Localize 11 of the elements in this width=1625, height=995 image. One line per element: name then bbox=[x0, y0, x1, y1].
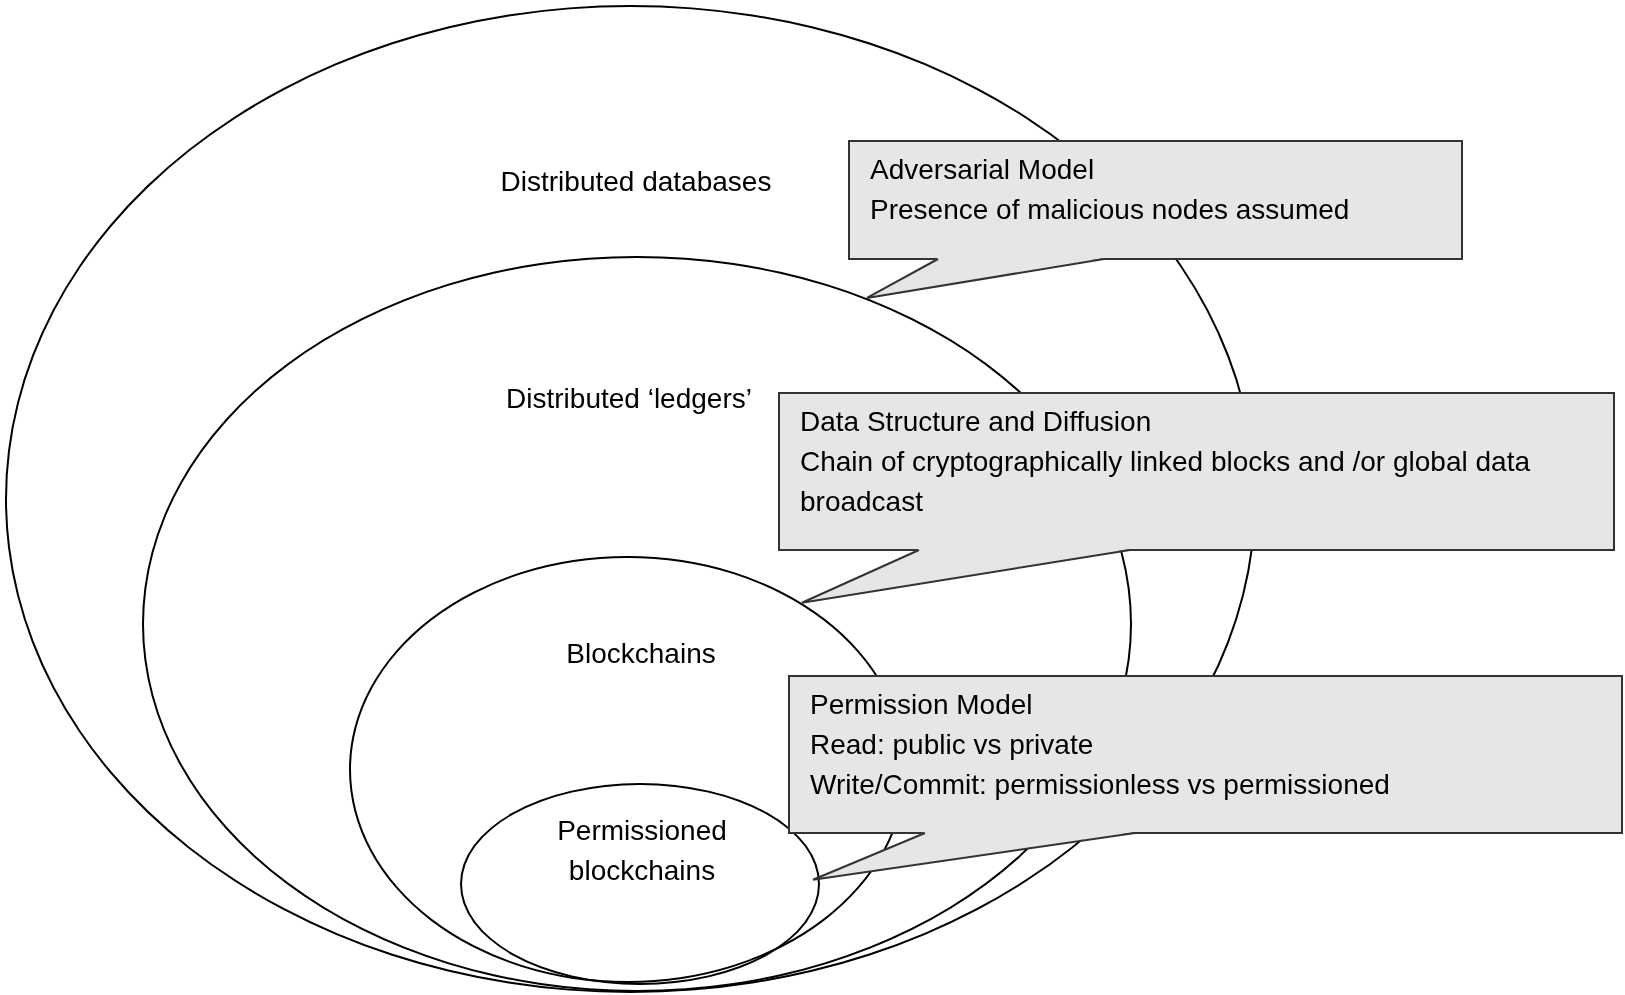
set-label: Permissioned blockchains bbox=[556, 814, 728, 888]
callout-text: Presence of malicious nodes assumed bbox=[870, 193, 1351, 227]
callout-text: Write/Commit: permissionless vs permissioned bbox=[810, 768, 1391, 802]
callout-text: Chain of cryptographically linked blocks and /or global data broadcast bbox=[800, 445, 1531, 519]
callout-heading: Data Structure and Diffusion bbox=[800, 405, 1153, 439]
set-label: Distributed ‘ledgers’ bbox=[505, 382, 753, 416]
callout-heading: Permission Model bbox=[810, 688, 1034, 722]
callout-heading: Adversarial Model bbox=[870, 153, 1096, 187]
set-label: Distributed databases bbox=[499, 165, 773, 199]
callout-text: Read: public vs private bbox=[810, 728, 1095, 762]
set-label: Blockchains bbox=[565, 637, 717, 671]
